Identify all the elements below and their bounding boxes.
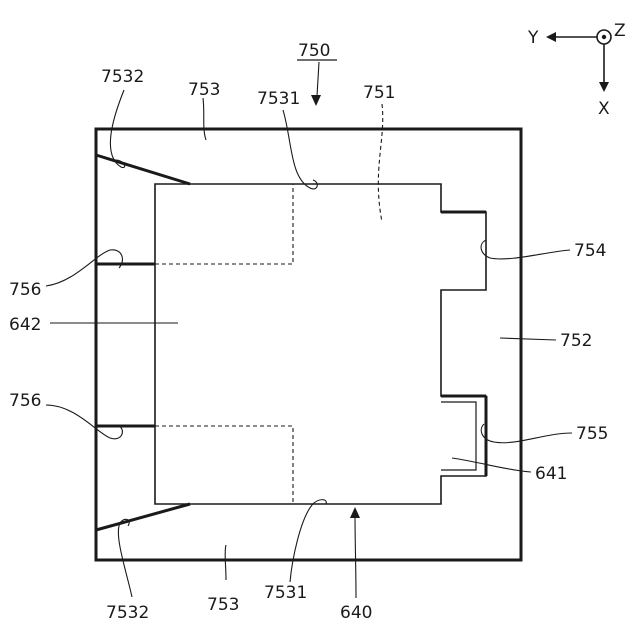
rib-7532-top xyxy=(96,155,190,184)
x-axis-arrowhead xyxy=(599,82,609,92)
leader-7532-bottom xyxy=(118,519,132,597)
label-750-text: 750 xyxy=(298,41,330,61)
label-750-leader xyxy=(317,62,319,96)
label-753-top: 753 xyxy=(188,80,220,100)
label-753-bottom: 753 xyxy=(207,595,239,615)
label-752: 752 xyxy=(560,331,592,351)
leader-640-arrowhead xyxy=(350,507,360,518)
leader-753-top xyxy=(203,98,206,140)
label-750-arrowhead xyxy=(311,95,321,106)
label-7532-bottom: 7532 xyxy=(106,603,149,623)
leader-756-bottom xyxy=(46,405,122,439)
x-axis-label: X xyxy=(598,99,610,119)
label-641: 641 xyxy=(535,464,567,484)
outer-frame xyxy=(96,129,521,560)
rib-7532-bottom xyxy=(96,504,190,530)
label-640: 640 xyxy=(340,603,372,623)
y-axis-label: Y xyxy=(527,28,539,48)
label-7532-top: 7532 xyxy=(101,67,144,87)
axis-indicator: Y Z X xyxy=(527,21,626,119)
label-754: 754 xyxy=(574,241,606,261)
label-750: 750 xyxy=(297,41,337,106)
leader-751 xyxy=(378,104,382,222)
z-axis-dot xyxy=(602,35,606,39)
leader-7531-top xyxy=(283,110,317,189)
leader-752 xyxy=(500,338,556,340)
hidden-edge-top xyxy=(155,184,293,264)
label-755: 755 xyxy=(576,424,608,444)
leader-754 xyxy=(481,240,570,259)
label-642: 642 xyxy=(9,315,41,335)
label-756-bottom: 756 xyxy=(9,391,41,411)
y-axis-arrowhead xyxy=(546,32,556,42)
leader-7531-bottom xyxy=(290,500,326,582)
label-7531-bottom: 7531 xyxy=(264,583,307,603)
hidden-edge-bottom xyxy=(155,426,293,504)
leader-755 xyxy=(481,424,572,443)
cavity-outline xyxy=(155,184,486,504)
label-751: 751 xyxy=(363,83,395,103)
z-axis-label: Z xyxy=(614,21,626,41)
label-756-top: 756 xyxy=(9,280,41,300)
element-641-outline xyxy=(441,402,476,470)
leader-753-bottom xyxy=(225,545,226,580)
leader-756-top xyxy=(46,250,122,286)
leader-640 xyxy=(355,515,356,598)
label-7531-top: 7531 xyxy=(257,89,300,109)
